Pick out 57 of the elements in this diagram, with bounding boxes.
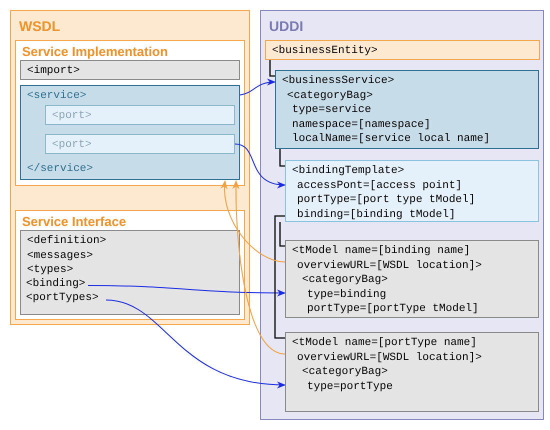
panel-heading: WSDL: [19, 18, 60, 34]
code-text: type=portType: [307, 380, 393, 394]
code-text: <tModel name=[binding name]: [292, 244, 470, 258]
code-box: [285, 160, 539, 222]
code-box: [20, 60, 240, 80]
code-text: <port>: [52, 138, 92, 152]
code-text: <messages>: [27, 248, 94, 263]
code-text: <definition>: [27, 234, 106, 248]
code-box: [45, 105, 235, 125]
code-box: [285, 240, 539, 318]
code-box: [45, 134, 235, 154]
arrow: [240, 78, 276, 96]
connector-line: [269, 60, 275, 77]
code-box: [285, 332, 539, 412]
connector-line: [279, 222, 285, 247]
arrow: [221, 180, 286, 262]
code-text: <categoryBag>: [287, 88, 373, 103]
connector-line: [274, 215, 285, 339]
code-text: <types>: [27, 263, 74, 278]
code-text: overviewURL=[WSDL location]>: [297, 258, 482, 273]
code-text: <portTypes>: [26, 291, 99, 306]
code-text: <import>: [27, 64, 80, 78]
code-box: [275, 70, 539, 149]
code-text: <service>: [27, 89, 86, 104]
code-text: <port>: [52, 109, 92, 124]
code-text: <businessService>: [282, 74, 394, 88]
code-box: [265, 40, 540, 60]
code-text: binding=[binding tModel]: [297, 208, 456, 222]
arrow: [234, 144, 286, 188]
wsdl-panel: [10, 10, 250, 325]
code-text: namespace=[namespace]: [292, 118, 431, 132]
code-text: <categoryBag>: [302, 273, 388, 288]
code-text: type=binding: [307, 288, 386, 302]
code-text: portType=[port type tModel]: [297, 193, 476, 208]
code-text: type=service: [292, 103, 372, 118]
panel-heading: UDDI: [269, 18, 304, 34]
code-text: <categoryBag>: [302, 365, 388, 380]
arrow: [106, 300, 286, 388]
code-text: overviewURL=[WSDL location]>: [297, 350, 482, 365]
uddi-panel: [260, 10, 544, 420]
code-text: </service>: [27, 162, 94, 176]
code-box: [20, 85, 240, 180]
arrow: [88, 285, 286, 297]
section-panel: [15, 210, 245, 320]
code-text: accessPont=[access point]: [297, 178, 462, 193]
code-text: <binding>: [26, 276, 86, 291]
connector-line: [279, 149, 285, 167]
panel-heading: Service Interface: [22, 214, 126, 230]
code-text: <bindingTemplate>: [292, 164, 404, 178]
section-panel: [15, 40, 245, 186]
code-box: [20, 230, 240, 315]
code-text: <businessEntity>: [272, 44, 378, 58]
code-text: localName=[service local name]: [292, 132, 490, 146]
code-text: <tModel name=[portType name]: [292, 336, 477, 350]
panel-heading: Service Implementation: [22, 44, 168, 60]
code-text: portType=[portType tModel]: [307, 302, 479, 316]
arrow: [232, 180, 286, 354]
